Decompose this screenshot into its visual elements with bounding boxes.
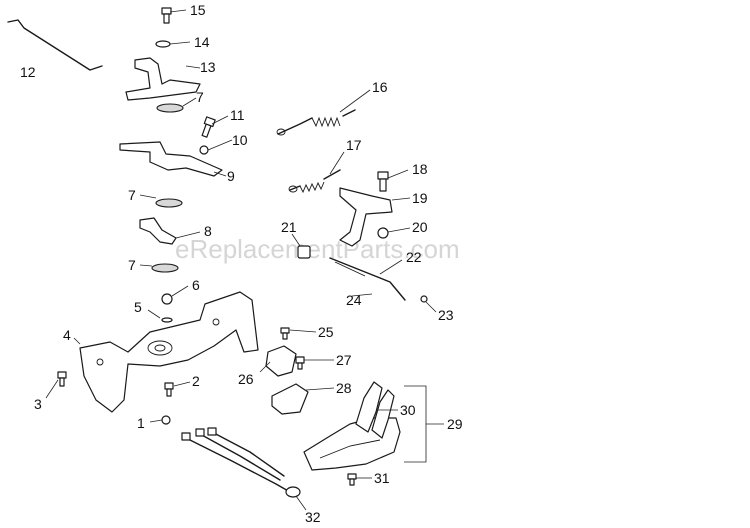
callout-16: 16	[372, 79, 388, 95]
part-washer-5	[161, 317, 173, 323]
part-washer-7a	[156, 103, 184, 113]
part-plate-28	[271, 383, 309, 415]
part-bracket-13	[125, 57, 201, 101]
callout-15: 15	[190, 2, 206, 18]
callout-18: 18	[412, 161, 428, 177]
callout-31: 31	[374, 470, 390, 486]
part-nut-6	[161, 293, 173, 305]
part-arm-19	[339, 187, 393, 247]
part-spring-16	[276, 109, 356, 136]
callout-23: 23	[438, 307, 454, 323]
callout-7c: 7	[128, 257, 136, 273]
callout-25: 25	[318, 324, 334, 340]
part-nut-10	[199, 145, 209, 155]
part-bracket-26	[265, 345, 297, 377]
part-screw-18	[377, 171, 389, 192]
callout-14: 14	[194, 34, 210, 50]
callout-6: 6	[192, 277, 200, 293]
callout-10: 10	[232, 132, 248, 148]
part-washer-7b	[155, 198, 183, 208]
part-screw-15	[161, 7, 172, 24]
callout-4: 4	[63, 327, 71, 343]
callout-7a: 7	[196, 89, 204, 105]
watermark: eReplacementParts.com	[175, 234, 460, 264]
callout-30: 30	[400, 402, 416, 418]
callout-24: 24	[346, 292, 362, 308]
part-lever-9	[119, 141, 223, 177]
part-washer-14	[155, 40, 171, 48]
part-control-29	[303, 381, 401, 471]
callout-1: 1	[137, 415, 145, 431]
callout-5: 5	[134, 299, 142, 315]
part-clip-21	[297, 245, 311, 259]
part-screw-27	[295, 356, 305, 370]
callout-9: 9	[227, 168, 235, 184]
callout-2: 2	[192, 373, 200, 389]
part-nut-23	[420, 295, 428, 303]
part-cable-22	[329, 257, 406, 301]
callout-3: 3	[34, 396, 42, 412]
callout-26: 26	[238, 371, 254, 387]
part-spring-17	[288, 169, 341, 194]
callout-8: 8	[204, 223, 212, 239]
callout-22: 22	[406, 249, 422, 265]
callout-labels: 15 14 12 13 7 16 11 10 9 17 18 7 19 20 8…	[20, 2, 463, 525]
part-nut-1	[161, 415, 171, 425]
callout-12: 12	[20, 64, 36, 80]
leader-lines	[45, 9, 437, 511]
callout-29: 29	[447, 416, 463, 432]
part-harness-32	[181, 427, 301, 498]
callout-28: 28	[336, 380, 352, 396]
part-screw-31	[347, 473, 357, 486]
part-screw-11	[201, 116, 216, 138]
callout-20: 20	[412, 219, 428, 235]
callout-21: 21	[281, 219, 297, 235]
callout-19: 19	[412, 190, 428, 206]
part-washer-7c	[151, 263, 179, 273]
callout-32: 32	[305, 509, 321, 525]
part-bracket-4	[79, 291, 259, 413]
part-nut-20	[377, 227, 389, 239]
part-bolt-3	[57, 371, 67, 387]
callout-11: 11	[230, 107, 245, 123]
part-screw-2	[164, 382, 174, 397]
callout-17: 17	[346, 137, 362, 153]
callout-27: 27	[336, 352, 352, 368]
part-screw-25	[280, 327, 290, 340]
callout-7b: 7	[128, 187, 136, 203]
part-lever-8	[139, 217, 177, 245]
part-rod-12	[7, 19, 103, 71]
callout-13: 13	[200, 59, 216, 75]
